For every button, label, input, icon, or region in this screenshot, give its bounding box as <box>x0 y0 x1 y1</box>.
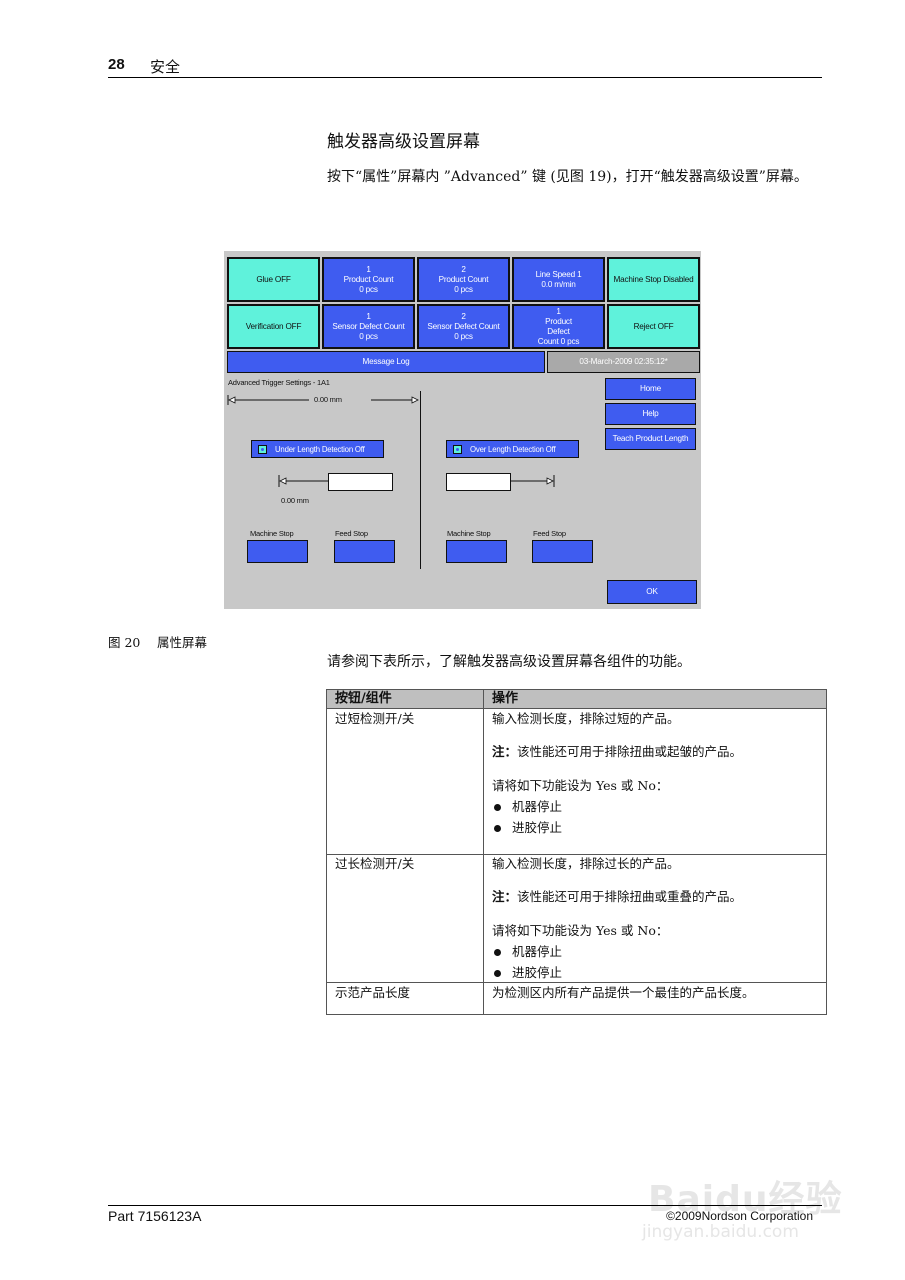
bullet-icon <box>494 804 501 811</box>
length-dimension-arrow <box>227 395 419 405</box>
bullet-icon <box>494 970 501 977</box>
sensor-defect-count-2-button[interactable]: 2 Sensor Defect Count 0 pcs <box>417 304 510 349</box>
home-button[interactable]: Home <box>605 378 696 400</box>
under-length-toggle[interactable]: Under Length Detection Off <box>251 440 384 458</box>
left-feed-stop-label: Feed Stop <box>335 529 368 538</box>
figure-caption: 属性屏幕 <box>157 635 208 650</box>
over-length-toggle[interactable]: Over Length Detection Off <box>446 440 579 458</box>
right-feed-stop-button[interactable] <box>532 540 593 563</box>
note-label: 注： <box>492 889 518 904</box>
right-machine-stop-button[interactable] <box>446 540 507 563</box>
function-table: 按钮/组件 操作 过短检测开/关 输入检测长度，排除过短的产品。 注：该性能还可… <box>326 689 827 1015</box>
over-length-toggle-label: Over Length Detection Off <box>470 444 556 454</box>
row1-bullet-1: 机器停止 <box>512 799 563 814</box>
bullet-icon <box>494 949 501 956</box>
machine-stop-disabled-button[interactable]: Machine Stop Disabled <box>607 257 700 302</box>
length-value: 0.00 mm <box>314 395 342 404</box>
row2-action: 输入检测长度，排除过长的产品。 <box>492 856 680 871</box>
center-divider <box>420 391 421 569</box>
row2-set-text: 请将如下功能设为 Yes 或 No： <box>492 923 669 938</box>
help-button[interactable]: Help <box>605 403 696 425</box>
footer-part-number: Part 7156123A <box>108 1208 202 1224</box>
ok-button[interactable]: OK <box>607 580 697 604</box>
note-text: 该性能还可用于排除扭曲或起皱的产品。 <box>517 744 743 759</box>
table-intro: 请参阅下表所示，了解触发器高级设置屏幕各组件的功能。 <box>327 654 691 670</box>
under-length-value: 0.00 mm <box>281 496 309 505</box>
note-label: 注： <box>492 744 518 759</box>
radio-icon <box>258 444 267 454</box>
row2-bullet-2: 进胶停止 <box>512 965 563 980</box>
table-column-rule <box>483 690 484 1014</box>
over-length-input[interactable] <box>446 473 511 491</box>
row1-set-text: 请将如下功能设为 Yes 或 No： <box>492 778 669 793</box>
table-row-rule <box>327 854 826 855</box>
reject-off-button[interactable]: Reject OFF <box>607 304 700 349</box>
teach-product-length-button[interactable]: Teach Product Length <box>605 428 696 450</box>
note-text: 该性能还可用于排除扭曲或重叠的产品。 <box>517 889 743 904</box>
row2-component: 过长检测开/关 <box>335 856 415 871</box>
page-number: 28 <box>108 56 125 73</box>
over-length-arrow <box>510 475 555 487</box>
footer-rule <box>108 1205 822 1206</box>
under-length-toggle-label: Under Length Detection Off <box>275 444 365 454</box>
left-feed-stop-button[interactable] <box>334 540 395 563</box>
right-feed-stop-label: Feed Stop <box>533 529 566 538</box>
section-title: 触发器高级设置屏幕 <box>327 132 480 152</box>
product-count-2-button[interactable]: 2 Product Count 0 pcs <box>417 257 510 302</box>
under-length-arrow <box>278 475 328 487</box>
watermark-logo: Baidu经验 <box>648 1179 843 1220</box>
figure-number: 图 20 <box>108 635 141 650</box>
product-defect-count-button[interactable]: 1 Product Defect Count 0 pcs <box>512 304 605 349</box>
under-length-input[interactable] <box>328 473 393 491</box>
table-header-component: 按钮/组件 <box>327 690 483 708</box>
sensor-defect-count-1-button[interactable]: 1 Sensor Defect Count 0 pcs <box>322 304 415 349</box>
verification-off-button[interactable]: Verification OFF <box>227 304 320 349</box>
intro-paragraph: 按下“属性”屏幕内 ”Advanced” 键 (见图 19)，打开“触发器高级设… <box>327 169 808 185</box>
row1-action: 输入检测长度，排除过短的产品。 <box>492 711 680 726</box>
settings-title: Advanced Trigger Settings - 1A1 <box>228 378 330 387</box>
header-rule <box>108 77 822 78</box>
row3-component: 示范产品长度 <box>335 985 411 1000</box>
product-count-1-button[interactable]: 1 Product Count 0 pcs <box>322 257 415 302</box>
row1-bullet-2: 进胶停止 <box>512 820 563 835</box>
row2-bullet-1: 机器停止 <box>512 944 563 959</box>
line-speed-button[interactable]: Line Speed 1 0.0 m/min <box>512 257 605 302</box>
table-header-rule <box>327 708 826 709</box>
row1-component: 过短检测开/关 <box>335 711 415 726</box>
watermark-url: jingyan.baidu.com <box>642 1222 799 1242</box>
row2-note: 注：该性能还可用于排除扭曲或重叠的产品。 <box>492 889 742 905</box>
radio-icon <box>453 444 462 454</box>
right-machine-stop-label: Machine Stop <box>447 529 491 538</box>
datetime-display: 03-March-2009 02:35:12* <box>547 351 700 373</box>
bullet-icon <box>494 825 501 832</box>
table-header-action: 操作 <box>484 690 826 708</box>
left-machine-stop-label: Machine Stop <box>250 529 294 538</box>
table-row-rule <box>327 982 826 983</box>
message-log-bar[interactable]: Message Log <box>227 351 545 373</box>
footer-copyright: ©2009Nordson Corporation <box>666 1209 813 1223</box>
trigger-settings-screen: Glue OFF 1 Product Count 0 pcs 2 Product… <box>224 251 701 609</box>
row1-note: 注：该性能还可用于排除扭曲或起皱的产品。 <box>492 744 742 760</box>
left-machine-stop-button[interactable] <box>247 540 308 563</box>
row3-action: 为检测区内所有产品提供一个最佳的产品长度。 <box>492 985 755 1000</box>
header-title: 安全 <box>150 58 181 76</box>
glue-off-button[interactable]: Glue OFF <box>227 257 320 302</box>
